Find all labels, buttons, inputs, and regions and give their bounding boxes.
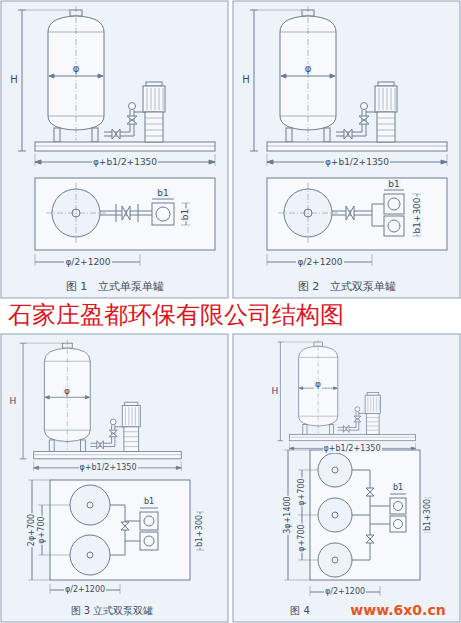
dimension-label: H [241,75,251,85]
dimension-label: φ+700 [38,515,46,544]
dimension-label: φ [314,380,322,389]
figure-caption: 图 1 立式单泵单罐 [65,281,166,292]
dimension-label: φ/2+1200 [64,258,111,267]
figure-caption: 图 4 [289,606,311,616]
watermark: www.6x0.cn [349,603,446,617]
dimension-label: φ+700 [298,523,306,552]
dimension-label: b1 [181,207,190,220]
dimension-label: φ/2+1200 [296,258,343,267]
dimension-label: b1+300 [196,514,204,548]
dimension-label: b1+300 [412,196,421,234]
dimension-label: φ/2+1200 [64,586,106,594]
dimension-label: φ+b1/2+1350 [324,158,390,167]
dimension-label: b1 [143,498,155,506]
dimension-label: φ+b1/2+1350 [79,464,138,472]
dimension-label: φ [72,64,81,74]
dimension-label: 3φ+1400 [284,495,292,534]
dimension-label: φ/2+1200 [324,588,366,596]
dimension-label: H [271,387,280,396]
dimension-label: φ+700 [298,477,306,506]
dimension-label: φ+b1/2+1350 [92,158,158,167]
dimension-label: φ [63,387,71,396]
dimension-label: b1 [387,180,400,189]
dimension-label: H [9,75,19,85]
figure-caption: 图 2 立式双泵单罐 [297,281,398,292]
dimension-label: b1+300 [424,498,432,532]
company-banner: 石家庄盈都环保有限公司结构图 [8,302,344,328]
dimension-label: b1 [156,189,169,198]
dimension-label: H [9,397,18,406]
dimension-label: φ+b1/2+1350 [323,445,382,453]
dimension-label: b1 [392,484,404,492]
dimension-label: φ [304,64,313,74]
dimension-label: 2φ+700 [28,513,36,547]
figure-caption: 图 3 立式双泵双罐 [70,606,155,616]
